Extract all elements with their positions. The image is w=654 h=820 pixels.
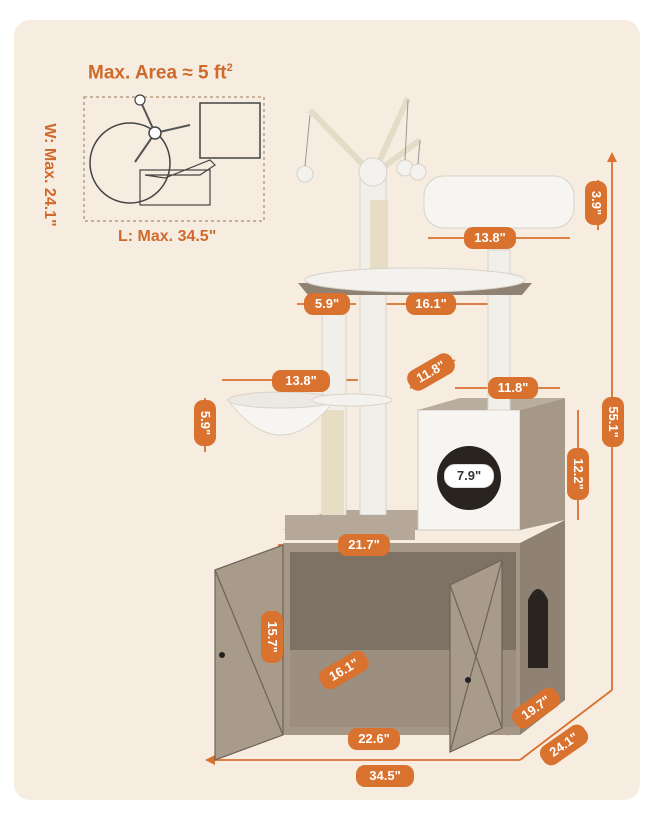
total-height: 55.1" — [602, 397, 624, 447]
platform-small-width: 5.9" — [304, 293, 350, 315]
product-card: Max. Area ≈ 5 ft2 W: Max. 24.1" L: Max. … — [14, 20, 640, 800]
condo-height: 12.2" — [567, 448, 589, 500]
footprint-diagram — [83, 94, 265, 222]
cabinet-inner-height: 15.7" — [261, 611, 283, 663]
basket-height: 5.9" — [194, 400, 216, 446]
condo-width: 11.8" — [488, 377, 538, 399]
cat-tree-illustration — [83, 94, 617, 765]
top-perch-height: 3.9" — [585, 181, 607, 225]
footprint-length-label: L: Max. 34.5" — [118, 228, 217, 245]
cabinet-top-width: 21.7" — [338, 534, 390, 556]
condo-hole-diameter: 7.9" — [444, 464, 494, 488]
total-width: 34.5" — [356, 765, 414, 787]
cabinet-inner-width: 22.6" — [348, 728, 400, 750]
platforms — [227, 175, 575, 436]
top-perch-width: 13.8" — [464, 227, 516, 249]
platform-large-width: 16.1" — [406, 293, 456, 315]
max-area-headline: Max. Area ≈ 5 ft2 — [88, 62, 233, 84]
footprint-width-label: W: Max. 24.1" — [41, 123, 58, 227]
basket-width: 13.8" — [272, 370, 330, 392]
condo-box — [417, 398, 565, 531]
